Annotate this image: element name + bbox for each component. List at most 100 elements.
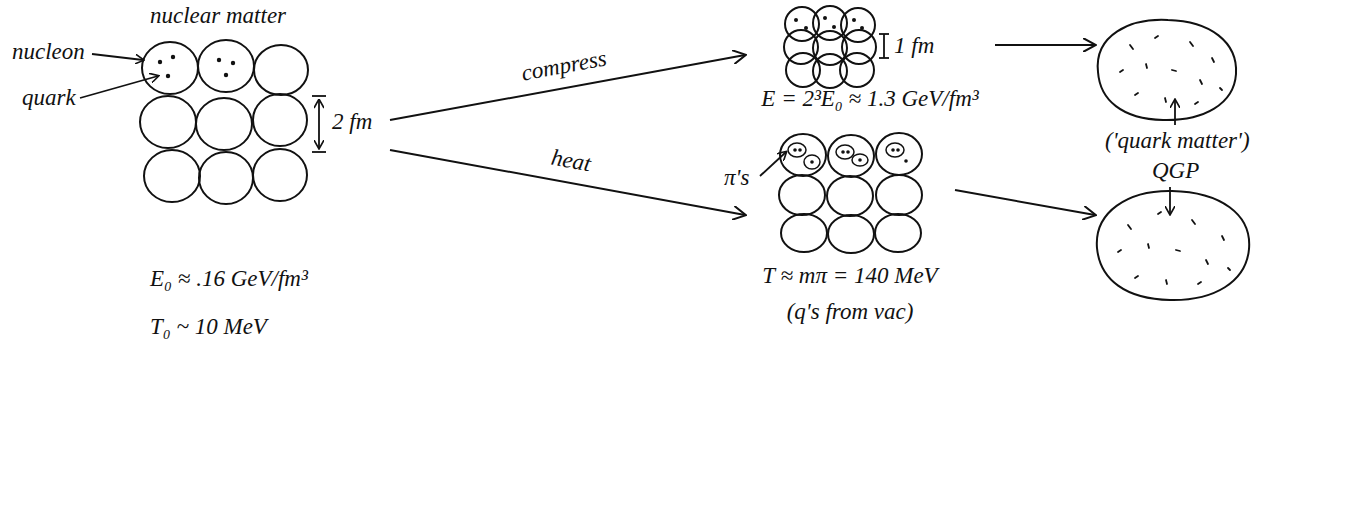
heated-grid	[876, 175, 922, 215]
heated-grid	[828, 135, 874, 177]
qgp-blob	[1098, 20, 1236, 120]
free-quark	[1228, 268, 1230, 270]
quark-dot	[231, 61, 235, 65]
nucleon-grid	[196, 98, 252, 150]
phase-label: ('quark matter')	[1103, 127, 1252, 155]
compressed-state: E = 2³E₀ ≈ 1.3 GeV/fm³	[745, 5, 995, 113]
nucleon-grid	[140, 40, 308, 204]
heated-grid	[779, 133, 922, 253]
free-quark	[1146, 64, 1147, 68]
leader-line	[92, 54, 143, 60]
dimension-mark	[318, 100, 320, 148]
heated-grid	[781, 214, 827, 252]
nucleon-grid	[253, 94, 307, 146]
quark-dot	[832, 25, 836, 29]
pion-pair	[886, 143, 904, 157]
quark-dot	[841, 150, 845, 154]
quark-dot	[217, 58, 221, 62]
free-quark	[1118, 36, 1230, 284]
state-caption: T ≈ mπ = 140 MeV	[762, 262, 937, 290]
heated-grid	[827, 176, 873, 216]
state-caption: T₀ ~ 10 MeV	[150, 313, 267, 341]
leader-line	[80, 54, 1175, 214]
pion-pair	[804, 155, 820, 169]
free-quark	[1176, 250, 1180, 251]
quark-dot	[810, 160, 814, 164]
qgp-blob-region	[1095, 20, 1235, 120]
quark-dot	[852, 18, 856, 22]
quark-dot	[794, 16, 864, 30]
dimension-label: 1 fm	[892, 32, 936, 60]
free-quark	[1165, 98, 1166, 102]
leader-line	[80, 76, 158, 98]
quark-dot	[798, 148, 802, 152]
free-quark	[1198, 282, 1201, 284]
dimension-mark	[312, 151, 326, 153]
free-quark	[1206, 260, 1208, 264]
heated-grid	[875, 214, 921, 252]
dimension-mark	[883, 34, 885, 58]
heated-state: T ≈ mπ = 140 MeV (q's from vac)	[745, 128, 955, 326]
quark-dot	[846, 150, 850, 154]
free-quark	[1120, 70, 1123, 72]
quark-dot	[804, 26, 808, 30]
process-arrow	[955, 190, 1095, 215]
free-quark	[1148, 244, 1149, 248]
pion-pair	[836, 145, 854, 159]
dimension-mark	[312, 95, 326, 97]
phase-label: QGP	[1150, 157, 1201, 185]
nucleon-grid	[198, 40, 254, 92]
quark-dot	[166, 74, 170, 78]
quark-dot	[904, 159, 908, 163]
free-quark	[1220, 88, 1222, 90]
compressed-grid	[784, 6, 876, 88]
state-caption: (q's from vac)	[787, 298, 914, 326]
nucleon-grid	[140, 96, 196, 148]
nucleon-grid	[144, 150, 200, 202]
heated-grid	[876, 133, 922, 175]
qgp-blob	[1097, 20, 1249, 300]
free-quark	[1158, 212, 1161, 214]
part-label: nucleon	[10, 38, 87, 66]
nucleon-grid	[199, 152, 253, 204]
part-label: π's	[722, 164, 751, 192]
free-quark	[1166, 280, 1167, 284]
leader-line	[1174, 100, 1176, 125]
state-heading: nuclear matter	[150, 2, 286, 30]
free-quark	[1212, 58, 1214, 62]
arrow-label: compress	[517, 44, 611, 88]
free-quark	[1135, 93, 1138, 95]
quark-dot	[224, 73, 228, 77]
part-label: quark	[20, 84, 78, 112]
quark-dot	[158, 60, 162, 64]
free-quark	[1192, 220, 1195, 224]
free-quark	[1222, 236, 1224, 240]
dimension-label: 2 fm	[330, 108, 374, 136]
compressed-grid	[813, 54, 847, 88]
free-quark	[1200, 80, 1202, 84]
quark-dot	[891, 148, 895, 152]
process-arrow	[995, 44, 1095, 46]
free-quark	[1172, 70, 1176, 71]
compressed-grid	[840, 53, 874, 87]
compressed-grid	[786, 53, 820, 87]
free-quark	[1155, 36, 1158, 38]
qgp-blob	[1097, 191, 1249, 300]
quark-dot	[158, 55, 235, 78]
quark-dot	[794, 18, 798, 22]
heated-grid	[828, 215, 874, 253]
quark-dot	[793, 148, 908, 164]
pion-pair	[788, 143, 806, 157]
qgp-blob-region	[1095, 190, 1250, 300]
quark-dot	[896, 148, 900, 152]
nucleon-grid	[253, 149, 307, 201]
state-caption: E = 2³E₀ ≈ 1.3 GeV/fm³	[761, 85, 978, 113]
free-quark	[1135, 276, 1138, 278]
free-quark	[1130, 45, 1133, 49]
nuclear-matter-state: nuclear matterE₀ ≈ .16 GeV/fm³T₀ ~ 10 Me…	[130, 2, 390, 341]
free-quark	[1118, 250, 1121, 252]
heated-grid	[779, 175, 825, 215]
free-quark	[1128, 225, 1131, 229]
